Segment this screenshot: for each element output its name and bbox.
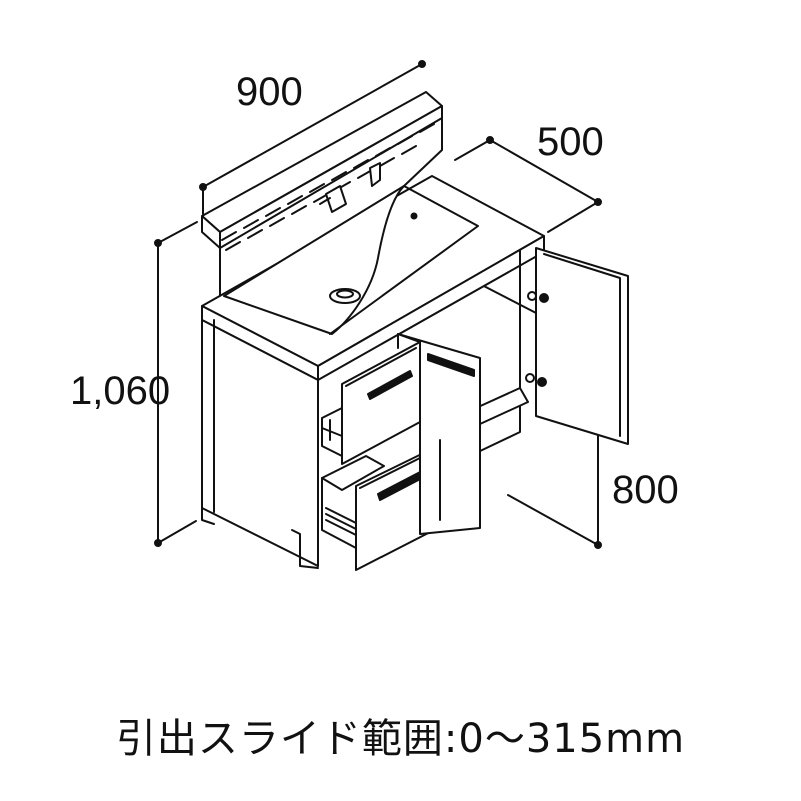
height-label: 1,060 <box>70 369 171 413</box>
lower-drawer <box>321 445 439 571</box>
faucet <box>319 162 381 213</box>
width-label: 900 <box>236 70 303 114</box>
width-dimension-line <box>199 60 426 215</box>
depth-dimension-line <box>454 136 602 233</box>
depth-label: 500 <box>537 120 604 164</box>
right-door <box>535 247 629 445</box>
height-dimension-line <box>154 221 198 547</box>
drawer-slide-range-caption: 引出スライド範囲:0～315mm <box>115 716 686 762</box>
upper-drawer <box>321 341 421 465</box>
backsplash-shelf <box>201 91 443 251</box>
middle-door <box>397 333 481 535</box>
door-hinge-bottom <box>525 373 547 387</box>
back-panel <box>219 117 443 301</box>
basin <box>223 185 479 335</box>
counter-height-label: 800 <box>612 468 679 512</box>
door-hinge-top <box>527 291 549 303</box>
cabinet-body <box>201 249 521 569</box>
